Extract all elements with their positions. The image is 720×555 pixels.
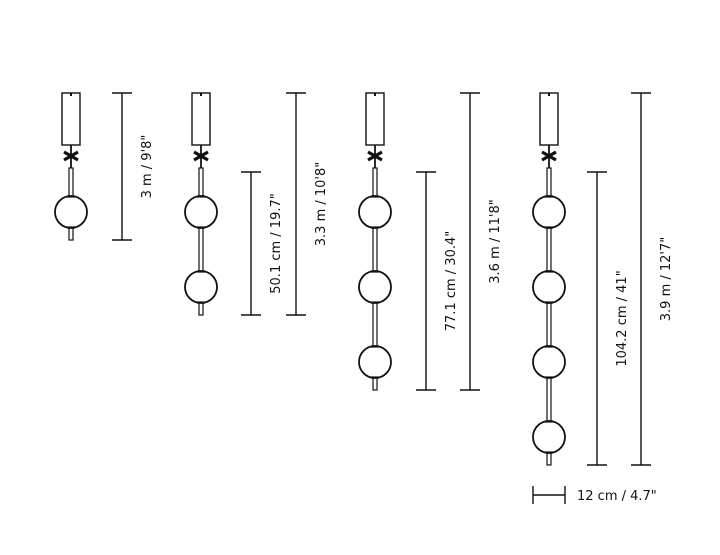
total-height-label: 3.3 m / 10'8" (314, 162, 329, 246)
glass-globe (184, 195, 218, 229)
body-height-label: 50.1 cm / 19.7" (269, 193, 284, 293)
glass-globe (532, 420, 566, 454)
canopy (539, 92, 559, 146)
glass-globe (358, 345, 392, 379)
cable-clamp-icon (367, 150, 383, 162)
canopy (61, 92, 81, 146)
total-height-label: 3.6 m / 11'8" (488, 199, 503, 283)
glass-globe (184, 270, 218, 304)
glass-globe (54, 195, 88, 229)
total-height-label: 3 m / 9'8" (140, 135, 155, 199)
lamp-variant-1: 3 m / 9'8" (54, 92, 155, 241)
cable-clamp-icon (541, 150, 557, 162)
glass-globe (532, 195, 566, 229)
canopy (191, 92, 211, 146)
cable-clamp-icon (63, 150, 79, 162)
body-height-label: 104.2 cm / 41" (615, 270, 630, 366)
canopy-hook (200, 93, 202, 96)
glass-globe (358, 270, 392, 304)
total-height-label: 3.9 m / 12'7" (659, 237, 674, 321)
canopy-hook (70, 93, 72, 96)
lamp-variant-4: 3.9 m / 12'7" 104.2 cm / 41" (532, 92, 674, 466)
width-dimension: 12 cm / 4.7" (532, 486, 657, 504)
glass-globe (358, 195, 392, 229)
rod (198, 167, 204, 316)
body-height-label: 77.1 cm / 30.4" (444, 231, 459, 331)
lamp-variant-3: 3.6 m / 11'8" 77.1 cm / 30.4" (358, 92, 503, 391)
lamp-variant-2: 3.3 m / 10'8" 50.1 cm / 19.7" (184, 92, 329, 316)
width-label: 12 cm / 4.7" (577, 489, 657, 504)
canopy (365, 92, 385, 146)
glass-globe (532, 345, 566, 379)
canopy-hook (374, 93, 376, 96)
canopy-hook (548, 93, 550, 96)
glass-globe (532, 270, 566, 304)
cable-clamp-icon (193, 150, 209, 162)
rod (546, 167, 552, 466)
